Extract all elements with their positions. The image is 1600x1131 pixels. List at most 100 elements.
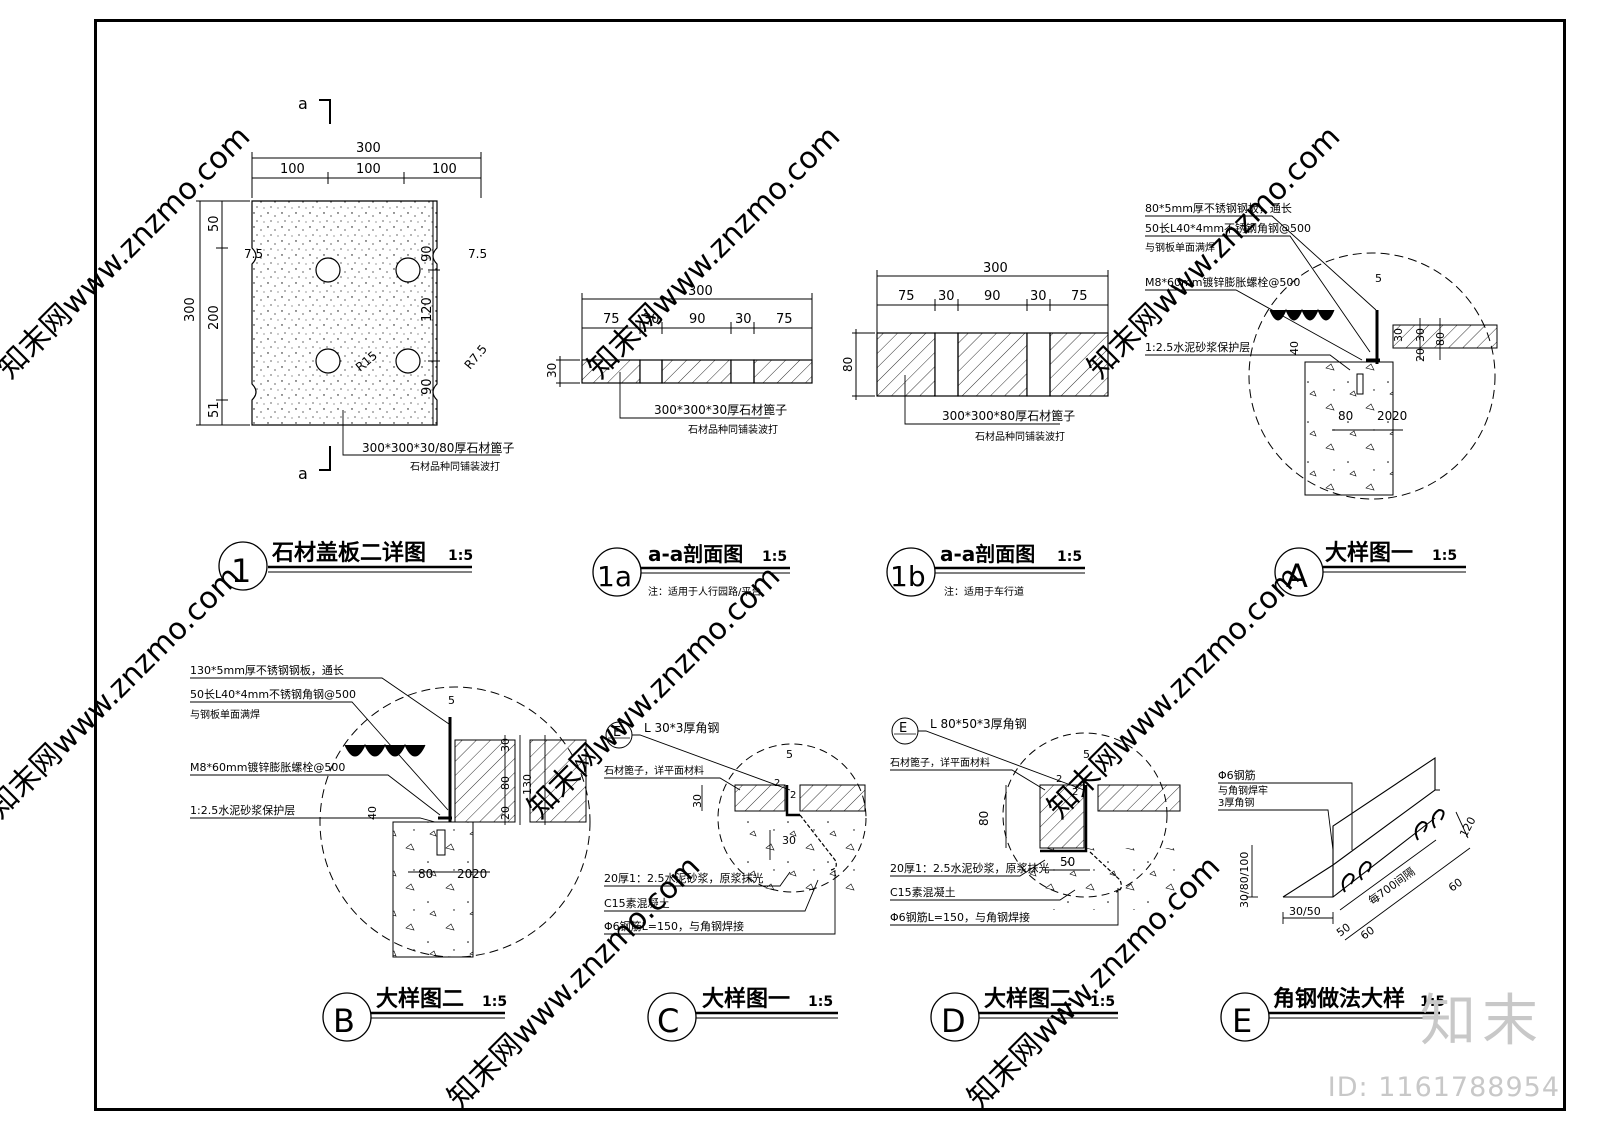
detail-note: 注：适用于车行道 bbox=[944, 585, 1024, 598]
dim-total: 300 bbox=[688, 284, 713, 299]
detail-D: E L 80*50*3厚角钢 石材篦子，详平面材料 20厚1：2.5水泥砂浆，原… bbox=[890, 717, 1181, 1042]
label-3: 3厚角钢 bbox=[1218, 796, 1254, 809]
section-note-2: 石材品种同铺装波打 bbox=[688, 423, 778, 436]
label-3: 20厚1：2.5水泥砂浆，原浆抹光 bbox=[890, 861, 1050, 875]
detail-number: 1a bbox=[597, 560, 632, 593]
dim-80: 80 bbox=[977, 811, 991, 826]
label-3: 20厚1：2.5水泥砂浆，原浆抹光 bbox=[604, 871, 764, 885]
detail-scale: 1:5 bbox=[1057, 549, 1082, 565]
stone-note-1: 300*300*30/80厚石材篦子 bbox=[362, 440, 514, 455]
dim-2a: 2 bbox=[1056, 774, 1062, 785]
dim-left-total: 300 bbox=[183, 297, 198, 322]
label-1: L 80*50*3厚角钢 bbox=[930, 717, 1027, 731]
label-2: 石材篦子，详平面材料 bbox=[604, 764, 704, 777]
dim-leg-height: 30/80/100 bbox=[1238, 852, 1251, 908]
dim-top-3: 100 bbox=[432, 162, 457, 177]
dim-right-1: 90 bbox=[420, 245, 435, 262]
dim-5: 75 bbox=[776, 312, 793, 327]
label-4: M8*60mm镀锌膨胀螺栓@500 bbox=[190, 760, 345, 774]
detail-1a-section: 300 75 30 90 30 75 30 300*300*30厚石材篦子 石材… bbox=[545, 284, 813, 598]
drain-hole bbox=[315, 257, 341, 283]
label-1: L 30*3厚角钢 bbox=[644, 721, 719, 735]
label-5: 1:2.5水泥砂浆保护层 bbox=[1145, 340, 1250, 354]
drain-hole bbox=[395, 257, 421, 283]
dim-5: 5 bbox=[1083, 748, 1090, 761]
detail-scale: 1:5 bbox=[482, 994, 507, 1010]
brand-logo: 知末 bbox=[1420, 989, 1544, 1054]
dim-40: 40 bbox=[366, 806, 379, 820]
label-5: 1:2.5水泥砂浆保护层 bbox=[190, 803, 295, 817]
ref-mark: E bbox=[613, 725, 621, 740]
radius-notch: R7.5 bbox=[462, 342, 490, 372]
dim-left-3: 51 bbox=[207, 401, 222, 418]
section-note-1: 300*300*30厚石材篦子 bbox=[654, 402, 787, 417]
detail-1-plan: a a 300 100 100 100 300 50 200 51 7.5 7.… bbox=[183, 94, 514, 591]
dim-leg-width: 30/50 bbox=[1289, 905, 1321, 918]
dim-plate: 5 bbox=[1375, 272, 1382, 285]
detail-title: a-a剖面图 bbox=[940, 542, 1035, 566]
detail-C: E L 30*3厚角钢 石材篦子，详平面材料 20厚1：2.5水泥砂浆，原浆抹光… bbox=[604, 721, 867, 1042]
detail-A: 80*5mm厚不锈钢钢板，通长 50长L40*4mm不锈钢角钢@500 与钢板单… bbox=[1145, 201, 1498, 597]
dim-notch-right: 7.5 bbox=[468, 247, 487, 261]
dim-50: 50 bbox=[1060, 855, 1075, 869]
watermark: 知末网www.znzmo.com bbox=[0, 119, 257, 385]
dim-total: 300 bbox=[983, 261, 1008, 276]
label-2: 50长L40*4mm不锈钢角钢@500 bbox=[190, 688, 356, 701]
drain-hole bbox=[395, 348, 421, 374]
dim-1: 75 bbox=[603, 312, 620, 327]
label-2: 石材篦子，详平面材料 bbox=[890, 756, 990, 769]
dim-2b: 2 bbox=[790, 790, 796, 801]
dim-20b: 20 bbox=[457, 867, 472, 881]
detail-number: A bbox=[1286, 557, 1308, 595]
dim-2: 30 bbox=[938, 289, 955, 304]
dim-40: 40 bbox=[1288, 341, 1301, 355]
watermark-layer: 知末网www.znzmo.com 知末网www.znzmo.com 知末网www… bbox=[0, 119, 1347, 1115]
detail-scale: 1:5 bbox=[762, 549, 787, 565]
dim-80b: 80 bbox=[1338, 409, 1353, 423]
detail-number: C bbox=[657, 1002, 679, 1040]
dim-height: 30 bbox=[545, 363, 559, 378]
dim-5: 75 bbox=[1071, 289, 1088, 304]
dim-120: 120 bbox=[1457, 815, 1478, 840]
dim-80: 80 bbox=[499, 776, 512, 790]
dim-right-2: 120 bbox=[420, 297, 435, 322]
stone-cover-plan bbox=[251, 200, 438, 426]
label-1: 130*5mm厚不锈钢钢板，通长 bbox=[190, 663, 344, 677]
detail-title: a-a剖面图 bbox=[648, 542, 743, 566]
label-3: 与钢板单面满焊 bbox=[190, 708, 260, 721]
dim-plate: 5 bbox=[448, 694, 455, 707]
dim-left-2: 200 bbox=[207, 305, 222, 330]
detail-title: 大样图一 bbox=[702, 986, 790, 1012]
dim-80b: 80 bbox=[418, 867, 433, 881]
detail-note: 注：适用于人行园路/平台 bbox=[648, 585, 761, 598]
dim-left-1: 50 bbox=[207, 215, 222, 232]
dim-1: 75 bbox=[898, 289, 915, 304]
label-1: Φ6钢筋 bbox=[1218, 768, 1256, 782]
dim-20b: 20 bbox=[1377, 409, 1392, 423]
detail-number: E bbox=[1232, 1002, 1252, 1040]
detail-title: 角钢做法大样 bbox=[1273, 986, 1405, 1012]
dim-30b: 30 bbox=[782, 834, 796, 847]
label-4: C15素混凝土 bbox=[890, 885, 956, 899]
label-2: 与角钢焊牢 bbox=[1218, 784, 1268, 797]
detail-scale: 1:5 bbox=[448, 548, 473, 564]
dim-top-total: 300 bbox=[356, 141, 381, 156]
stone-note-2: 石材品种同铺装波打 bbox=[410, 460, 500, 473]
detail-number: B bbox=[333, 1002, 355, 1040]
section-note-2: 石材品种同铺装波打 bbox=[975, 430, 1065, 443]
detail-number: 1b bbox=[890, 560, 926, 593]
dim-4: 30 bbox=[1030, 289, 1047, 304]
dim-130: 130 bbox=[521, 774, 534, 795]
dim-top-2: 100 bbox=[356, 162, 381, 177]
dim-60a: 60 bbox=[1358, 924, 1377, 943]
section-note-1: 300*300*80厚石材篦子 bbox=[942, 408, 1075, 423]
dim-60b: 60 bbox=[1446, 876, 1465, 895]
drawing-id: ID: 1161788954 bbox=[1327, 1072, 1560, 1103]
dim-80: 80 bbox=[1434, 332, 1447, 346]
label-3: 与钢板单面满焊 bbox=[1145, 241, 1215, 254]
dim-notch-left: 7.5 bbox=[244, 247, 263, 261]
detail-scale: 1:5 bbox=[1090, 994, 1115, 1010]
detail-1b-section: 300 75 30 90 30 75 80 300*300*80厚石材篦子 石材… bbox=[841, 261, 1109, 598]
